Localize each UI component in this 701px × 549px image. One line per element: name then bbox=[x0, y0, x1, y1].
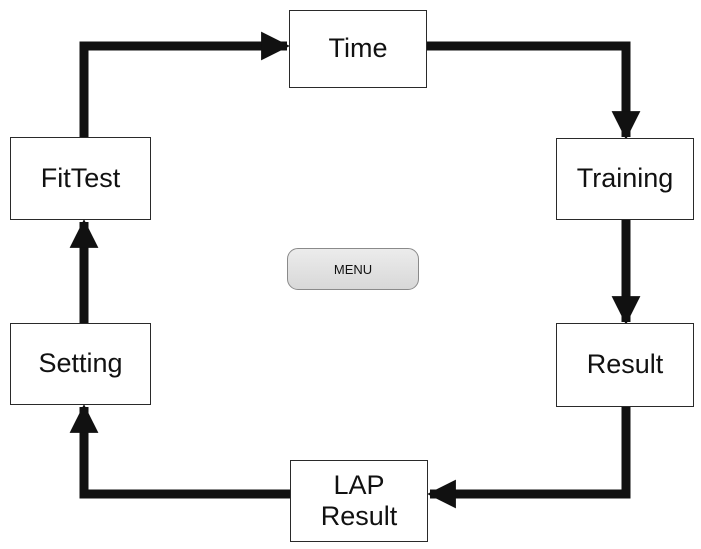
node-setting: Setting bbox=[10, 323, 151, 405]
node-lap-result: LAP Result bbox=[290, 460, 428, 542]
node-training-label: Training bbox=[576, 163, 674, 194]
node-lap-result-label: LAP Result bbox=[320, 469, 398, 531]
node-result-label: Result bbox=[586, 349, 664, 380]
arrow-time-to-training bbox=[427, 41, 641, 140]
node-fittest: FitTest bbox=[10, 137, 151, 220]
node-fittest-label: FitTest bbox=[40, 162, 121, 193]
menu-button[interactable]: MENU bbox=[287, 248, 419, 290]
arrow-fittest-to-time bbox=[79, 31, 290, 137]
node-time: Time bbox=[289, 10, 427, 88]
arrow-result-to-lap-result bbox=[427, 407, 631, 509]
node-setting-label: Setting bbox=[38, 348, 123, 379]
node-time-label: Time bbox=[328, 33, 388, 64]
node-training: Training bbox=[556, 138, 694, 220]
menu-button-label: MENU bbox=[333, 261, 373, 277]
arrow-lap-result-to-setting bbox=[69, 404, 290, 499]
node-result: Result bbox=[556, 323, 694, 407]
